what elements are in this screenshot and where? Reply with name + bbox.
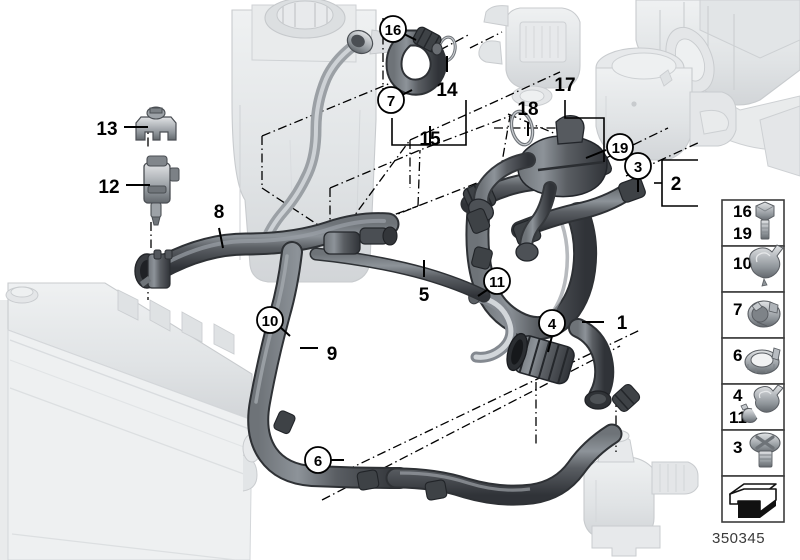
callout-9-label: 9 (327, 344, 338, 365)
legend-label-6: 6 (733, 346, 742, 365)
callout-16-circle (379, 15, 407, 43)
spring-clip-icon (749, 244, 784, 287)
phillips-screw-icon (749, 432, 781, 468)
callout-10-label: 10 (262, 313, 279, 330)
legend-label-4: 4 (733, 386, 743, 405)
callout-1: 1 (617, 313, 628, 334)
callout-3-circle (624, 152, 652, 180)
quick-coupler-icon (747, 300, 781, 328)
part-number: 350345 (712, 530, 765, 547)
callout-7-label: 7 (387, 93, 395, 110)
sensor-retainer-13 (135, 106, 177, 141)
hose-8-left-coupler (134, 249, 173, 289)
double-clip-icon (740, 384, 784, 423)
callout-4-label: 4 (548, 316, 557, 333)
callout-16-label: 16 (385, 22, 402, 39)
band-clamp-icon (744, 347, 781, 375)
legend-cell-10: 10 (721, 244, 785, 293)
legend-label-3: 3 (733, 438, 742, 457)
callout-2-label: 2 (671, 174, 682, 195)
legend-cell-4-11: 4 11 (721, 383, 785, 431)
callout-6-circle (304, 446, 332, 474)
callout-14: 14 (436, 80, 458, 101)
expansion-tank-pipe (258, 29, 374, 251)
callout-6: 6 (304, 446, 332, 474)
callout-11: 11 (483, 267, 511, 295)
callout-12-label: 12 (98, 177, 119, 198)
callout-10-circle (256, 306, 284, 334)
callout-13-label: 13 (96, 119, 117, 140)
center-tee-connector (323, 226, 398, 255)
legend-label-7: 7 (733, 300, 742, 319)
callout-7: 7 (377, 86, 405, 114)
callout-18: 18 (517, 99, 538, 120)
callout-5-label: 5 (419, 285, 430, 306)
callout-numbers: 1 2 3 4 5 6 7 (96, 15, 682, 474)
legend-label-10: 10 (733, 254, 752, 273)
inline-clamps (273, 208, 641, 501)
callout-6-label: 6 (314, 453, 322, 470)
hose-loop-15 (385, 26, 447, 96)
callout-19-circle (606, 133, 634, 161)
callout-7-circle (377, 86, 405, 114)
legend-label-16: 16 (733, 202, 752, 221)
o-ring-18 (509, 109, 535, 147)
callout-15: 15 (419, 129, 441, 150)
callout-5: 5 (419, 285, 430, 306)
legend-panel: 16 19 10 (721, 199, 785, 523)
callout-13: 13 (96, 119, 117, 140)
hose-8 (148, 212, 400, 280)
thermostat-housing-ghost (478, 5, 581, 107)
callout-8-label: 8 (214, 202, 225, 223)
leader-lines (124, 33, 698, 461)
legend-cell-6: 6 (721, 337, 785, 385)
coolant-temp-sensor-12 (143, 155, 180, 226)
hex-bolt-icon (755, 201, 775, 240)
hose-4-coupler (506, 332, 575, 385)
direction-arrow-icon (729, 483, 777, 518)
auxiliary-water-pump-ghost (583, 429, 699, 557)
callout-19: 19 (606, 133, 634, 161)
hose-assembly (134, 26, 646, 506)
radiator-ghost (0, 282, 262, 560)
valve-body-17 (468, 114, 608, 262)
callout-4: 4 (538, 309, 566, 337)
callout-3-label: 3 (634, 159, 642, 176)
callout-10: 10 (256, 306, 284, 334)
callout-18-label: 18 (517, 99, 538, 120)
callout-17: 17 (554, 75, 575, 96)
callout-9: 9 (327, 344, 338, 365)
hose-9-10 (247, 241, 411, 489)
callout-11-circle (483, 267, 511, 295)
callout-2: 2 (671, 174, 682, 195)
callout-14-label: 14 (436, 80, 458, 101)
callout-16: 16 (379, 15, 407, 43)
legend-cell-16-19: 16 19 (721, 199, 785, 247)
callout-1-label: 1 (617, 313, 628, 334)
legend-cell-7: 7 (721, 291, 785, 339)
hose-5 (309, 247, 491, 303)
legend-label-11: 11 (729, 408, 747, 427)
callout-12: 12 (98, 177, 119, 198)
callout-3: 3 (624, 152, 652, 180)
callout-8: 8 (214, 202, 225, 223)
hose-1-tail (568, 318, 615, 410)
legend-cell-3: 3 (721, 429, 785, 477)
legend-label-19: 19 (733, 224, 752, 243)
callout-17-label: 17 (554, 75, 575, 96)
callout-19-label: 19 (612, 140, 629, 157)
callout-4-circle (538, 309, 566, 337)
legend-cell-arrow (721, 475, 785, 523)
callout-11-label: 11 (489, 274, 505, 291)
callout-15-label: 15 (419, 129, 441, 150)
